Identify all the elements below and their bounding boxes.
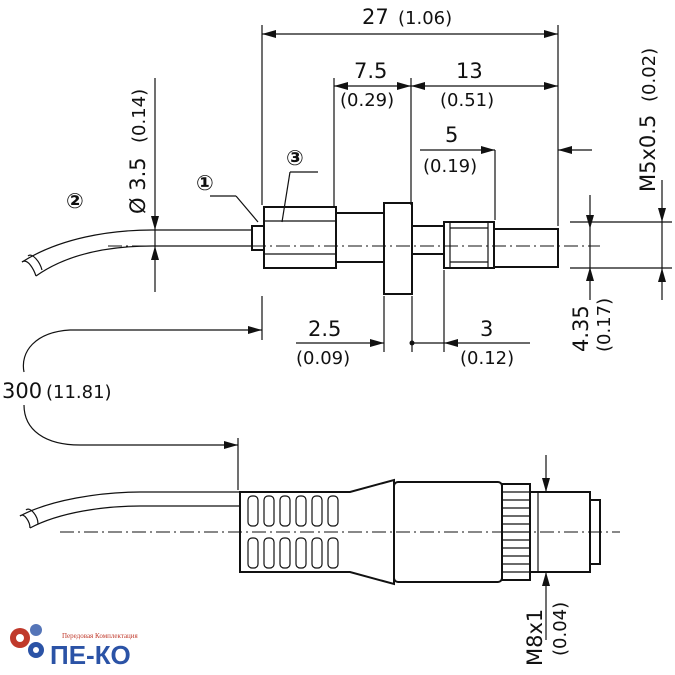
grip-ribs <box>247 495 339 569</box>
dim-5-value: 5 <box>445 123 458 147</box>
sensor-top-view <box>21 202 600 295</box>
cable-bottom-lower <box>29 505 240 529</box>
dim-2-5-inch: (0.09) <box>296 348 350 369</box>
dim-7-5-inch: (0.29) <box>340 90 394 111</box>
top-dimensions <box>151 25 672 352</box>
dim-13-value: 13 <box>456 59 483 83</box>
thread-m5 <box>443 221 495 269</box>
logo-tagline: Передовая Комплектация <box>62 632 139 640</box>
dim-3-value: 3 <box>480 317 493 341</box>
sensor-shaft <box>411 225 445 255</box>
hex-nut <box>263 206 337 269</box>
cable-top <box>21 229 252 263</box>
thread-m8-inch: (0.04) <box>550 602 571 656</box>
dim-2-5-value: 2.5 <box>308 317 341 341</box>
thread-m5-inch: (0.02) <box>639 48 660 102</box>
dim-4-35-inch: (0.17) <box>594 298 615 352</box>
cable-top-lower <box>35 245 252 277</box>
cable-length-inch: (11.81) <box>46 382 112 403</box>
dim-5-inch: (0.19) <box>423 156 477 177</box>
dim-13-inch: (0.51) <box>440 90 494 111</box>
connector-bottom-view <box>19 455 620 640</box>
dim-4-35-value: 4.35 <box>569 305 593 352</box>
callouts: ① ② ③ <box>66 146 304 213</box>
sensor-taper <box>335 212 385 263</box>
cable-diameter-value: Ø 3.5 <box>126 157 150 214</box>
callout-3: ③ <box>286 146 304 170</box>
cable-top-cut <box>21 260 37 277</box>
logo-name: ПЕ-КО <box>50 640 131 670</box>
cable-length-dimension <box>22 296 263 490</box>
callout-1: ① <box>196 171 214 195</box>
dim-27-inch: (1.06) <box>398 8 452 29</box>
flange <box>383 202 413 295</box>
cable-diameter-inch: (0.14) <box>129 89 150 143</box>
dim-3-inch: (0.12) <box>460 348 514 369</box>
thread-m5-value: M5x0.5 <box>636 115 660 192</box>
dim-7-5-value: 7.5 <box>354 59 387 83</box>
thread-m8-value: M8x1 <box>523 609 547 666</box>
sensing-tip <box>493 228 559 268</box>
dim-27-value: 27 <box>362 5 389 29</box>
dimension-labels: 27 (1.06) 7.5 (0.29) 13 (0.51) 5 (0.19) … <box>2 5 660 666</box>
company-logo: Передовая Комплектация ПЕ-КО <box>10 624 139 670</box>
cable-length-value: 300 <box>2 379 42 403</box>
cable-bottom <box>19 491 240 517</box>
callout-2: ② <box>66 189 84 213</box>
gear-icon <box>10 624 44 658</box>
strain-relief <box>239 478 395 586</box>
